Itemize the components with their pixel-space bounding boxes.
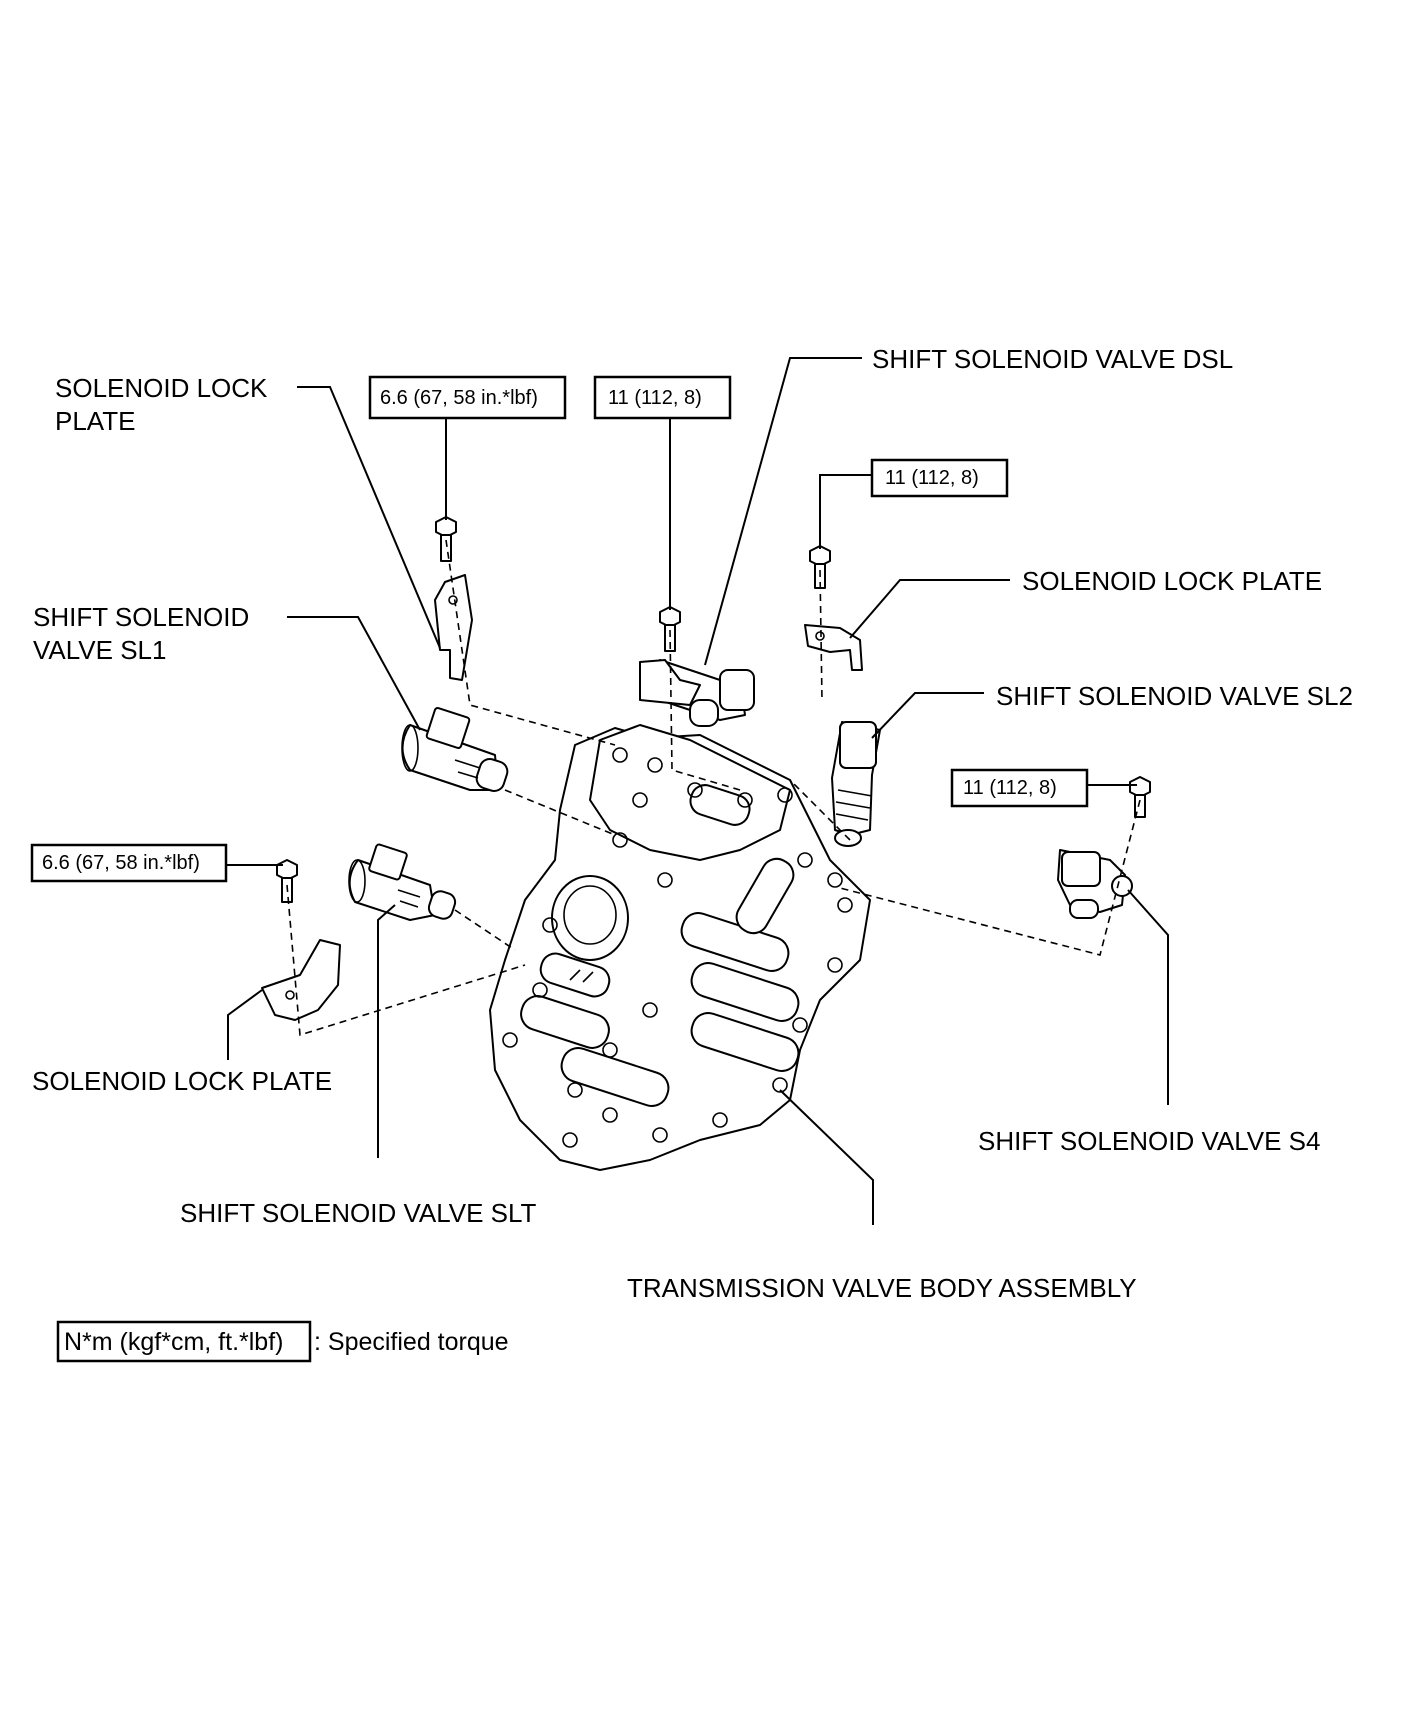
torque-value: 11 (112, 8)	[963, 777, 1057, 799]
label-transmission-valve-body-assembly: TRANSMISSION VALVE BODY ASSEMBLY	[627, 1273, 1137, 1303]
label-shift-solenoid-valve-slt: SHIFT SOLENOID VALVE SLT	[180, 1198, 537, 1228]
torque-box-s4: 11 (112, 8)	[950, 768, 1089, 808]
label-shift-solenoid-valve-s4: SHIFT SOLENOID VALVE S4	[978, 1126, 1320, 1156]
torque-value: 11 (112, 8)	[885, 467, 979, 489]
label-shift-solenoid-valve-sl1-line2: VALVE SL1	[33, 635, 166, 665]
torque-box-lock-plate-sl2: 11 (112, 8)	[870, 458, 1009, 498]
solenoid-lock-plate-sl2-part	[804, 624, 863, 671]
label-solenoid-lock-plate-sl1-line2: PLATE	[55, 406, 135, 436]
solenoid-lock-plate-slt-part	[261, 939, 341, 1021]
label-solenoid-lock-plate-slt: SOLENOID LOCK PLATE	[32, 1066, 332, 1096]
label-shift-solenoid-valve-sl1-line1: SHIFT SOLENOID	[33, 602, 249, 632]
legend-unit-box-text: N*m (kgf*cm, ft.*lbf)	[64, 1328, 283, 1356]
shift-solenoid-valve-sl2-part	[831, 721, 881, 847]
torque-legend: N*m (kgf*cm, ft.*lbf) : Specified torque	[56, 1320, 509, 1363]
label-solenoid-lock-plate-sl2: SOLENOID LOCK PLATE	[1022, 566, 1322, 596]
bolt-s4	[1129, 776, 1151, 818]
legend-description: : Specified torque	[314, 1328, 509, 1356]
shift-solenoid-valve-sl1-part	[401, 707, 509, 792]
leader-lines	[226, 357, 1169, 1225]
transmission-valve-body-assembly	[489, 724, 871, 1171]
torque-box-lock-plate-sl1: 6.6 (67, 58 in.*lbf)	[368, 375, 567, 420]
bolt-lock-plate-sl2	[809, 545, 831, 589]
label-shift-solenoid-valve-dsl: SHIFT SOLENOID VALVE DSL	[872, 344, 1233, 374]
label-solenoid-lock-plate-sl1-line1: SOLENOID LOCK	[55, 373, 268, 403]
torque-value: 11 (112, 8)	[608, 387, 702, 409]
alignment-lines	[286, 539, 1141, 1037]
label-shift-solenoid-valve-sl2: SHIFT SOLENOID VALVE SL2	[996, 681, 1353, 711]
torque-box-lock-plate-slt: 6.6 (67, 58 in.*lbf)	[30, 843, 228, 883]
bolt-lock-plate-slt	[276, 859, 298, 903]
shift-solenoid-valve-slt-part	[348, 843, 457, 921]
torque-value: 6.6 (67, 58 in.*lbf)	[42, 852, 200, 874]
bolt-lock-plate-sl1	[435, 516, 457, 562]
torque-box-dsl: 11 (112, 8)	[593, 375, 732, 420]
torque-value: 6.6 (67, 58 in.*lbf)	[380, 387, 538, 409]
shift-solenoid-valve-s4-part	[1057, 849, 1133, 919]
